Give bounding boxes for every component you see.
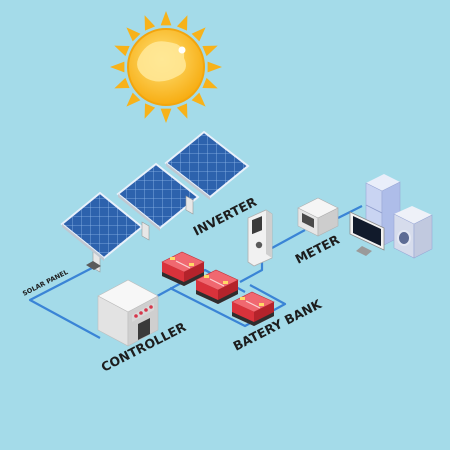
sun-ray <box>191 92 206 107</box>
sun-ray <box>176 15 188 31</box>
sun-ray <box>176 103 188 119</box>
meter-label: METER <box>293 231 343 266</box>
inverter-icon <box>247 209 273 267</box>
meter-icon <box>297 197 339 237</box>
wire-inverter-meter <box>271 229 306 249</box>
solar-panel-icon <box>116 162 200 241</box>
solar-panel-array <box>60 130 250 273</box>
battery-icon <box>231 291 275 326</box>
sun-icon <box>110 11 222 123</box>
appliances <box>349 174 433 259</box>
sun-ray <box>207 61 222 73</box>
sun-ray <box>126 92 141 107</box>
wire-panel-controller <box>28 267 101 339</box>
battery-bank <box>161 251 275 326</box>
battery-icon <box>161 251 205 286</box>
sun-ray <box>114 45 130 57</box>
solar-panel-icon <box>164 130 250 215</box>
sun-ray <box>144 103 156 119</box>
sun-ray <box>202 77 218 89</box>
sun-ray <box>191 27 206 42</box>
sun-ray <box>160 11 172 26</box>
washing-machine-icon <box>393 206 433 259</box>
sun-ray <box>110 61 125 73</box>
controller-icon <box>97 279 159 347</box>
monitor-icon <box>349 211 385 256</box>
sun-ray <box>202 45 218 57</box>
sun-ray <box>126 27 141 42</box>
solar-panel-icon <box>60 191 144 273</box>
sun-ray <box>114 77 130 89</box>
sun-ray <box>160 108 172 123</box>
sun-ray <box>144 15 156 31</box>
battery-icon <box>195 269 239 304</box>
